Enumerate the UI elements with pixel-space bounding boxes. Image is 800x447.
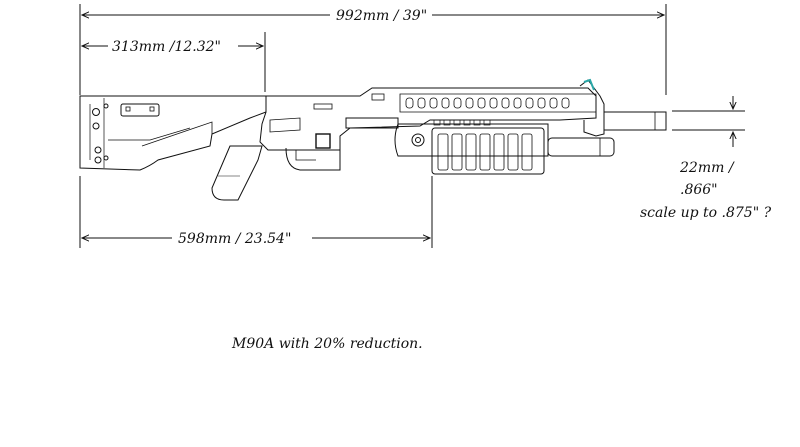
barrel-diameter-inch: .866" <box>680 181 718 198</box>
stock-length-dimension <box>82 32 266 92</box>
slide-release-icon <box>411 133 425 147</box>
pistol-grip <box>211 145 263 201</box>
scale-note: scale up to .875" ? <box>640 205 772 221</box>
magazine-release <box>315 133 331 149</box>
barrel-diameter-label: 22mm / .866" <box>680 160 734 199</box>
stock-length-label: 313mm /12.32" <box>112 39 221 55</box>
barrel-diameter-mm: 22mm / <box>680 160 734 176</box>
shotgun-outline <box>79 79 667 201</box>
pump-grip-ribs <box>437 133 533 171</box>
top-rail-slots <box>405 97 570 109</box>
trigger-guard <box>285 147 341 171</box>
magazine-tube <box>547 137 615 157</box>
barrel <box>603 111 667 131</box>
pump-grip <box>431 127 545 175</box>
overall-length-label: 992mm / 39" <box>336 8 427 24</box>
receiver <box>259 87 597 151</box>
barrel-diameter-dimension <box>672 96 745 147</box>
sling-slot <box>120 103 160 117</box>
forend <box>394 123 549 157</box>
lower-length-dimension <box>79 176 433 248</box>
stock <box>79 95 267 171</box>
forend-rail <box>433 119 491 126</box>
drawing-caption: M90A with 20% reduction. <box>232 336 423 352</box>
overall-length-dimension <box>79 4 667 95</box>
lower-length-label: 598mm / 23.54" <box>178 231 291 247</box>
sight-accent-icon <box>583 78 595 91</box>
